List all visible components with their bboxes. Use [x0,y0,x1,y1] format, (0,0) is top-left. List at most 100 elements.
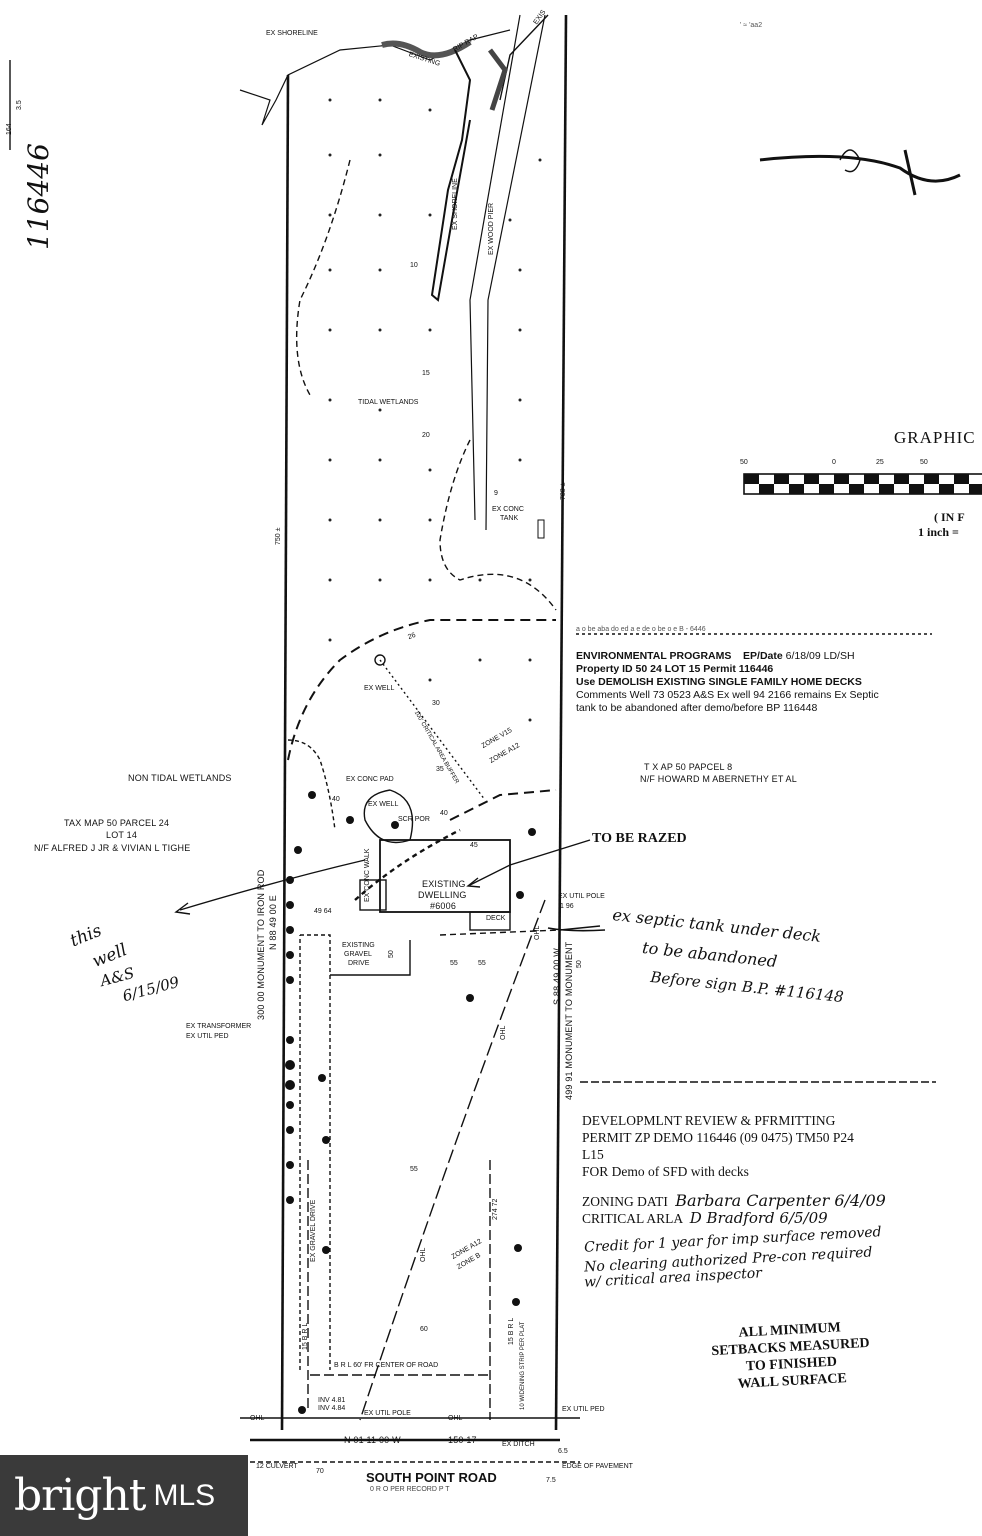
contour-40-left: 40 [332,796,340,803]
contour-55-b: 55 [478,960,486,967]
tax-map-left-2: LOT 14 [106,830,138,840]
ex-well-2-label: EX WELL [368,801,399,808]
ohl-left: OHL [250,1415,265,1422]
contour-45: 45 [470,842,478,849]
dev-line-3: L15 [582,1147,604,1162]
env-ep-date-value: 6/18/09 LD/SH [785,650,855,662]
road-distance: 150 17 [448,1435,477,1445]
contour-10: 10 [410,262,418,269]
dim-4964: 49 64 [314,908,332,915]
ex-util-ped-bottom: EX UTIL PED [562,1406,605,1413]
wetland-symbols [328,98,542,722]
widening-strip-label: 10 WIDENING STRIP PER PLAT [520,1321,526,1410]
dim-788: 788 ± [560,482,567,500]
contour-196: 1 96 [560,903,574,910]
dev-line-1: DEVELOPMLNT REVIEW & PFRMITTING [582,1113,836,1128]
env-title: ENVIRONMENTAL PROGRAMS [576,650,732,662]
contour-20: 20 [422,432,430,439]
scale-tick-2: 3.5 [16,100,23,110]
ex-util-pole-label: EX UTIL POLE [558,893,605,900]
deck-label: DECK [486,915,506,922]
contour-70: 70 [316,1468,324,1475]
scale-tick: 164 [6,123,13,135]
ex-util-pole-bottom: EX UTIL POLE [364,1410,411,1417]
brl-60-label: B R L 60' FR CENTER OF ROAD [334,1362,439,1369]
mls-wordmark: MLS [153,1478,216,1512]
scale-tick-25: 25 [876,459,884,466]
env-rule-text: a o be aba do ed a e de o be o e B - 644… [576,626,706,633]
handwritten-zoning-signature: Barbara Carpenter 6/4/09 [675,1191,886,1210]
ex-util-ped-label: EX UTIL PED [186,1033,229,1040]
ex-shoreline-vertical-label: EX SHORELINE [452,178,459,230]
contour-35: 35 [436,766,444,773]
sor-por-label: SCR POR [398,816,430,823]
ex-transformer-label: EX TRANSFORMER [186,1023,252,1030]
contour-15: 15 [422,370,430,377]
existing-dwelling-1: EXISTING [422,879,466,889]
contour-55-bottom: 55 [410,1166,418,1173]
contour-55-a: 55 [450,960,458,967]
road-sub: 0 R O PER RECORD P T [370,1486,450,1493]
contour-60: 60 [420,1326,428,1333]
culvert-label: 12 CULVERT [256,1463,298,1470]
dev-line-2: PERMIT ZP DEMO 116446 (09 0475) TM50 P24 [582,1130,854,1145]
road-bearing: N 01 11 00 W [344,1435,401,1445]
tree-markers [285,791,536,1414]
ohl-right: OHL [448,1415,463,1422]
non-tidal-wetlands-label: NON TIDAL WETLANDS [128,773,232,783]
existing-dwelling-2: DWELLING [418,890,467,900]
env-property-line: Property ID 50 24 LOT 15 Permit 116446 [576,663,774,675]
bright-mls-logo: bright MLS [0,1455,248,1536]
contour-50-right: 50 [576,960,583,968]
brand-wordmark: bright [14,1470,146,1521]
wood-pier [469,14,521,521]
setback-note: ALL MINIMUM SETBACKS MEASURED TO FINISHE… [694,1317,887,1395]
ex-conc-walk-label: EX CONC WALK [364,848,371,902]
inv-2: INV 4.84 [318,1405,346,1412]
monument-left-label: 300 00 MONUMENT TO IRON ROD [256,869,266,1020]
env-ep-date-label: EP/Date [743,650,783,662]
tank-label: TANK [500,515,519,522]
development-review-stamp: DEVELOPMLNT REVIEW & PFRMITTING PERMIT Z… [582,1112,952,1227]
graphic-scale-title: GRAPHIC [894,428,976,447]
contour-9: 9 [494,490,498,497]
scale-units: ( IN F [934,510,965,524]
ex-well-label: EX WELL [364,685,395,692]
bearing-left-label: N 88 49 00 E [268,895,278,950]
road-name: SOUTH POINT ROAD [366,1470,497,1485]
dim-750: 750 ± [275,527,282,545]
contour-65: 6.5 [558,1448,568,1455]
contour-75: 7.5 [546,1477,556,1484]
inv-1: INV 4.81 [318,1397,346,1404]
contour-30: 30 [432,700,440,707]
existing-gravel-2: GRAVEL [344,951,372,958]
to-be-razed-label: TO BE RAZED [592,831,687,846]
monument-right-label: 499 91 MONUMENT TO MONUMENT [564,941,574,1100]
brl-left: 15 B R L [302,1322,309,1350]
brl-right: 15 B R L [508,1317,515,1345]
tax-map-right-2: N/F HOWARD M ABERNETHY ET AL [640,774,797,784]
ex-conc-label: EX CONC [492,506,524,513]
existing-dwelling-3: #6006 [430,901,457,911]
dev-critical: CRITICAL ARLA [582,1211,683,1226]
contour-50: 50 [388,950,395,958]
well-symbol [374,654,386,666]
existing-gravel-3: DRIVE [348,960,370,967]
edge-of-pavement-label: EDGE OF PAVEMENT [562,1463,633,1470]
ohl-label-3: OHL [420,1247,427,1262]
env-use-line: Use DEMOLISH EXISTING SINGLE FAMILY HOME… [576,676,862,688]
property-line-west [280,74,290,1431]
dev-zoning: ZONING DATI [582,1194,668,1209]
env-comments-2: tank to be abandoned after demo/before B… [576,702,818,714]
env-comments-1: Comments Well 73 0523 A&S Ex well 94 216… [576,689,879,701]
ohl-label-1: OHL [534,925,541,940]
contour-40: 40 [440,810,448,817]
ex-ditch-label: EX DITCH [502,1441,535,1448]
environmental-programs-stamp: ENVIRONMENTAL PROGRAMS EP/Date 6/18/09 L… [576,640,936,715]
tidal-wetlands-label: TIDAL WETLANDS [358,399,419,406]
graphic-scale-bar [744,474,982,494]
dim-27472: 274 72 [492,1198,499,1220]
existing-gravel-1: EXISTING [342,942,375,949]
dev-line-4: FOR Demo of SFD with decks [582,1164,749,1179]
